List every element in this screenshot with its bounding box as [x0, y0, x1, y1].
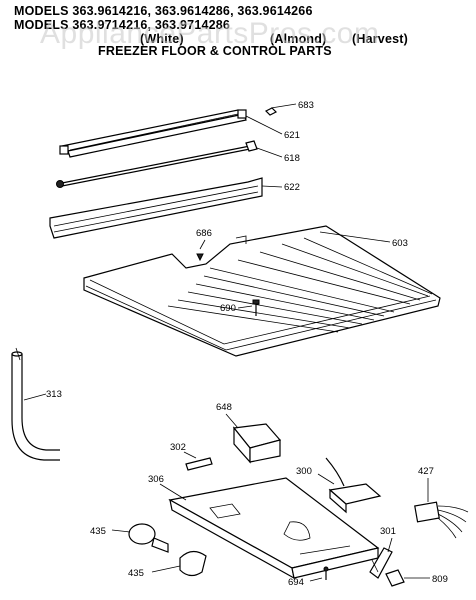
watermark: AppliancePartsPros.com [40, 17, 380, 50]
label-694: 694 [288, 577, 304, 588]
part-301-plug [369, 537, 393, 579]
label-648: 648 [216, 402, 232, 413]
part-648-control [225, 413, 282, 464]
color-white: (White) [140, 32, 184, 46]
part-690-screw [237, 299, 260, 316]
label-435a: 435 [90, 526, 106, 537]
label-690: 690 [220, 303, 236, 314]
label-300: 300 [296, 466, 312, 477]
label-301: 301 [380, 526, 396, 537]
part-622-channel [49, 177, 283, 239]
part-618-rod [56, 140, 283, 188]
part-435-socket [151, 550, 207, 577]
label-603: 603 [392, 238, 408, 249]
label-427: 427 [418, 466, 434, 477]
part-809-clip [385, 569, 430, 587]
models-line-1: MODELS 363.9614216, 363.9614286, 363.961… [14, 4, 313, 18]
part-302-capillary [183, 451, 213, 471]
label-313: 313 [46, 389, 62, 400]
label-621: 621 [284, 130, 300, 141]
label-686: 686 [196, 228, 212, 239]
part-435-bulb [111, 523, 169, 553]
part-313-drain-tube [11, 347, 60, 461]
color-almond: (Almond) [270, 32, 327, 46]
color-harvest: (Harvest) [352, 32, 408, 46]
label-622: 622 [284, 182, 300, 193]
part-427-connector [414, 478, 469, 539]
part-686-screw [196, 239, 206, 262]
part-306-housing [159, 477, 380, 580]
models-line-2: MODELS 363.9714216, 363.9714286 [14, 18, 231, 32]
part-694-screw [309, 566, 329, 582]
label-683: 683 [298, 100, 314, 111]
label-618: 618 [284, 153, 300, 164]
label-306: 306 [148, 474, 164, 485]
label-809: 809 [432, 574, 448, 585]
part-603-floor [83, 225, 441, 357]
part-621-bar [59, 109, 283, 158]
part-683-screw [264, 103, 297, 116]
part-300-switch [317, 457, 382, 514]
label-302: 302 [170, 442, 186, 453]
diagram-title: FREEZER FLOOR & CONTROL PARTS [98, 44, 332, 58]
label-435b: 435 [128, 568, 144, 579]
